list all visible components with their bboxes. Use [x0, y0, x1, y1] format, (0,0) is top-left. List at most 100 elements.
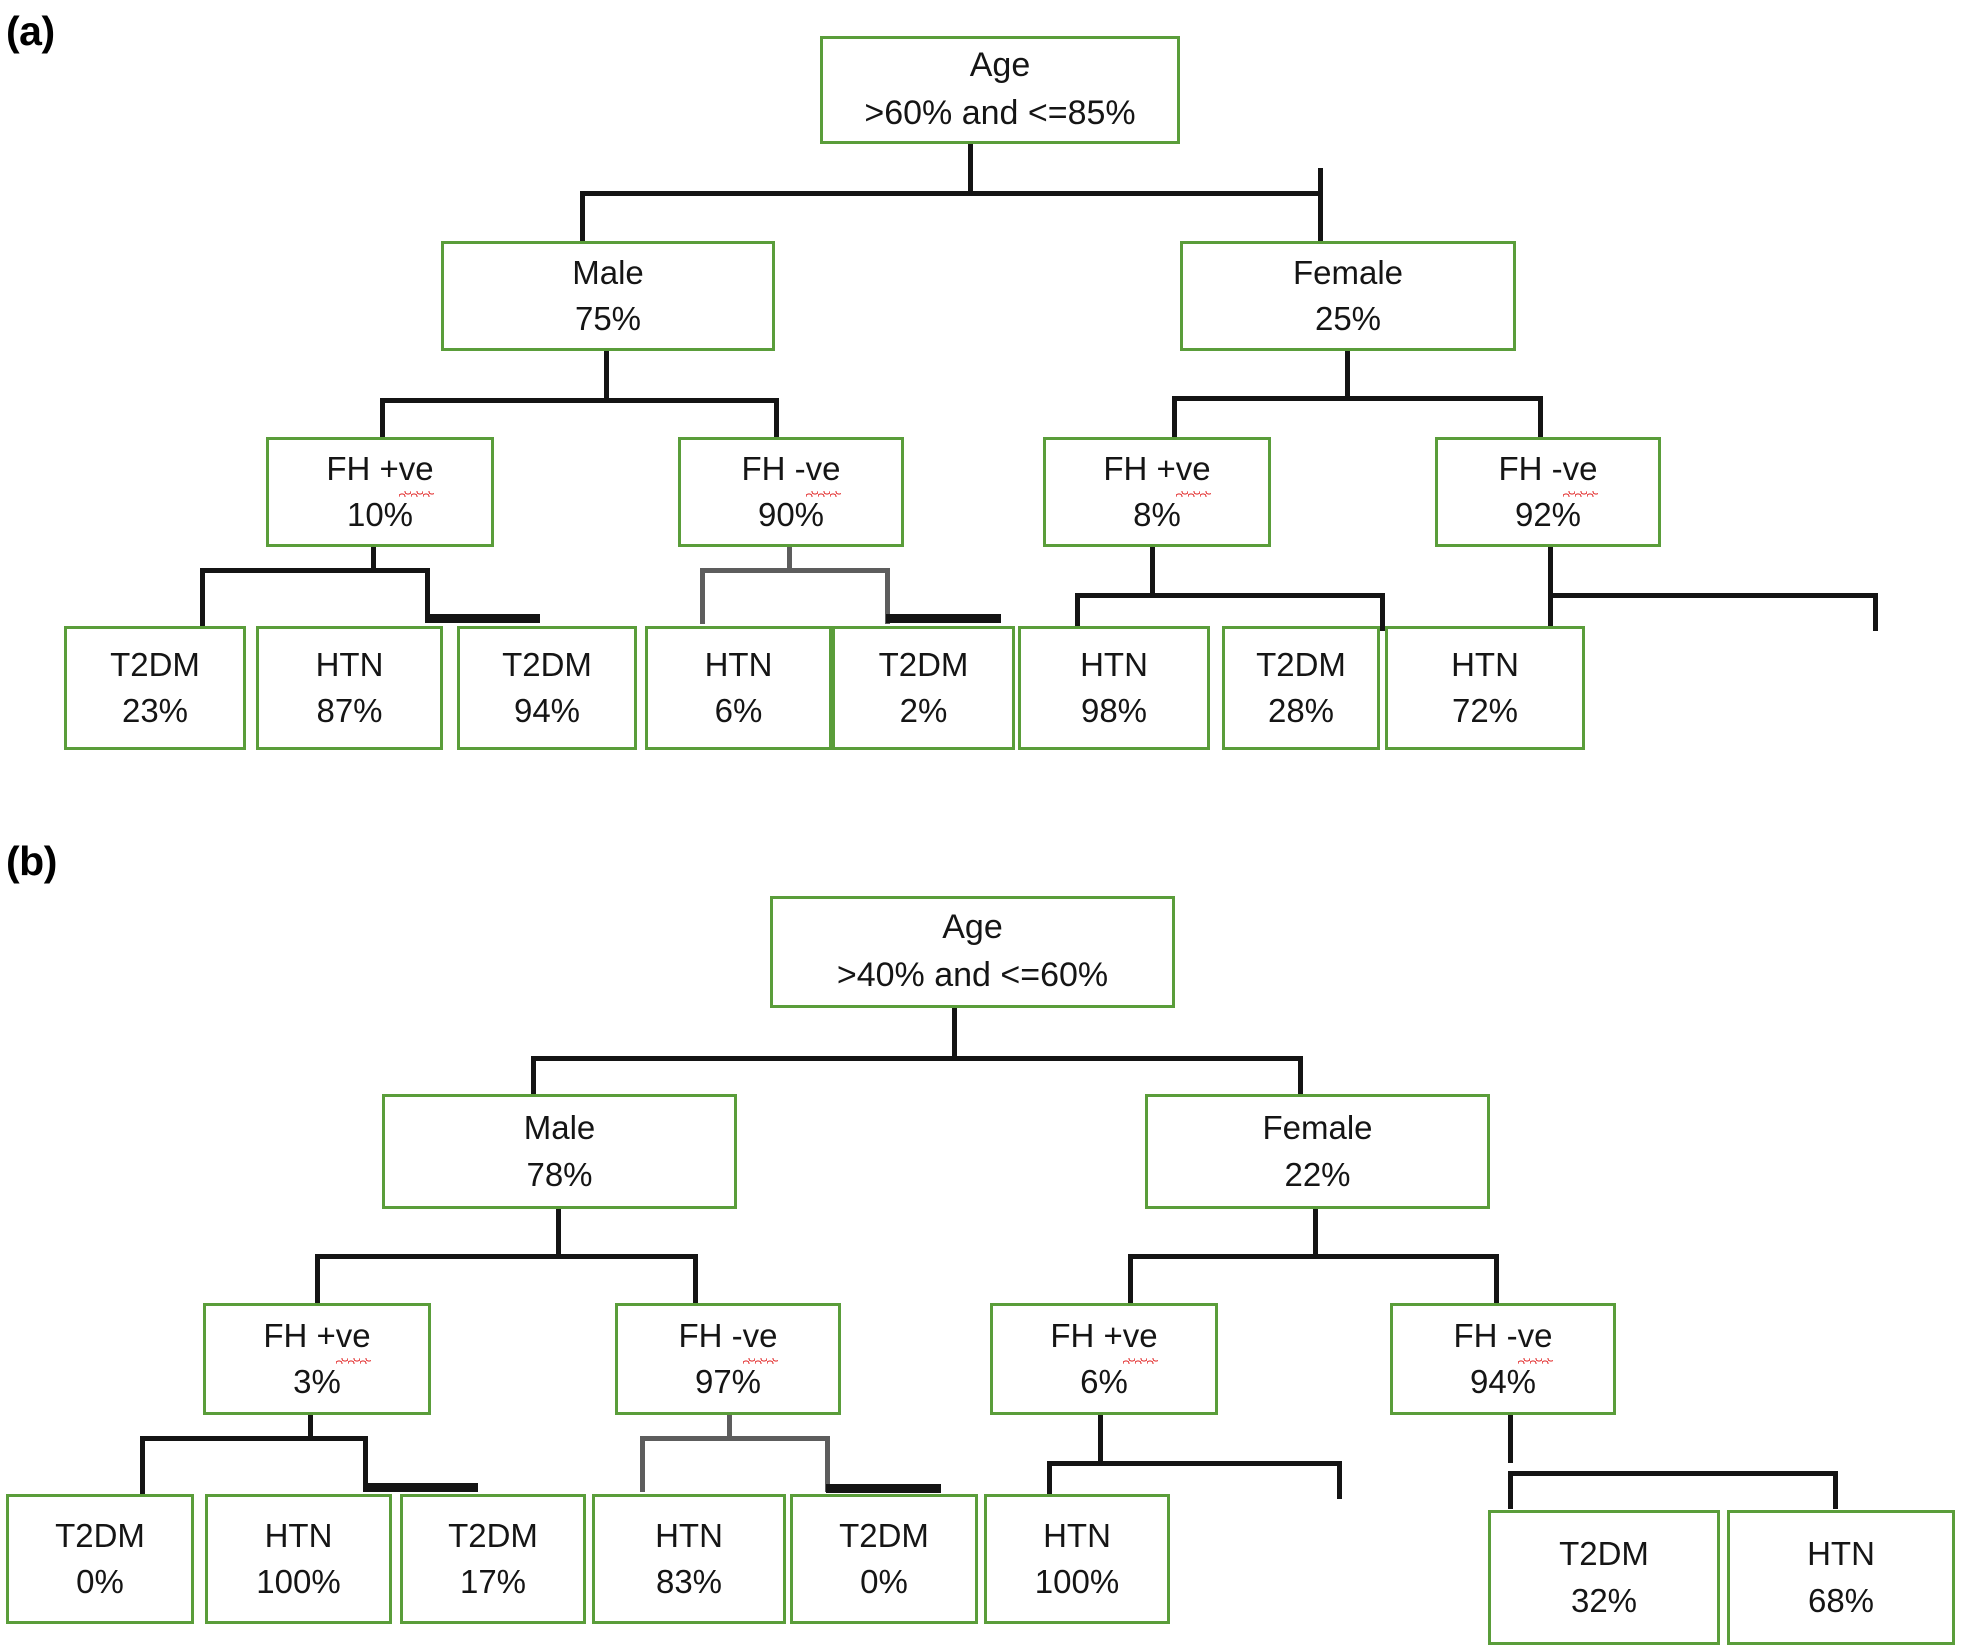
node-title: Female [1262, 1109, 1373, 1147]
edge-b-female-to-fhneg [1494, 1254, 1499, 1306]
node-b-leaf-4: HTN 83% [592, 1494, 786, 1624]
node-value: 17% [459, 1563, 527, 1600]
edge-b-male-stem [556, 1209, 561, 1257]
edge-a-l4-bar [1548, 593, 1878, 598]
node-a-leaf-8: HTN 72% [1385, 626, 1585, 750]
node-title: HTN [1807, 1535, 1875, 1573]
node-value: 10% [346, 496, 414, 533]
node-a-leaf-7: T2DM 28% [1222, 626, 1380, 750]
edge-a-female-stem [1345, 351, 1350, 399]
node-title: FH -ve [1498, 448, 1598, 498]
edge-b-l1-stem [308, 1415, 313, 1439]
edge-b-male-to-fhneg [693, 1254, 698, 1306]
edge-a-root-stem [968, 144, 973, 194]
panel-label-a: (a) [6, 8, 55, 54]
edge-a-female-to-fhpos [1172, 396, 1177, 448]
edge-b-root-to-male [531, 1056, 536, 1094]
node-title: FH -ve [741, 448, 841, 498]
node-b-female-fh-pos: FH +ve 6% [990, 1303, 1218, 1415]
node-value: >60% and <=85% [864, 94, 1136, 132]
node-title: HTN [264, 1516, 333, 1554]
edge-a-l2-to-htn [885, 568, 890, 624]
edge-a-l4-to-htn [1873, 593, 1878, 631]
edge-b-l4-to-htn [1833, 1471, 1838, 1509]
node-b-male: Male 78% [382, 1094, 737, 1209]
node-b-female: Female 22% [1145, 1094, 1490, 1209]
node-title: Female [1292, 253, 1404, 291]
node-a-female-fh-pos: FH +ve 8% [1043, 437, 1271, 547]
node-value: 83% [655, 1563, 723, 1600]
node-title: Male [523, 1109, 596, 1147]
node-b-leaf-8: HTN 68% [1727, 1510, 1955, 1645]
edge-b-female-to-fhpos [1128, 1254, 1133, 1306]
node-a-leaf-4: HTN 6% [645, 626, 832, 750]
edge-b-l2-to-t2dm [640, 1436, 645, 1492]
node-value: 6% [1080, 1363, 1128, 1400]
node-a-leaf-2: HTN 87% [256, 626, 443, 750]
node-value: 72% [1451, 692, 1519, 729]
node-b-leaf-2: HTN 100% [205, 1494, 392, 1624]
node-value: 22% [1284, 1155, 1351, 1193]
node-value: 94% [1469, 1363, 1537, 1400]
node-value: 0% [860, 1563, 908, 1600]
node-value: 68% [1807, 1581, 1875, 1619]
node-value: 78% [526, 1155, 593, 1193]
edge-b-l3-bar [1047, 1461, 1342, 1466]
node-title: T2DM [448, 1516, 538, 1554]
node-value: 25% [1314, 300, 1382, 337]
edge-b-l2-stem [727, 1415, 732, 1439]
node-title: HTN [655, 1516, 723, 1554]
edge-b-root-stem [952, 1008, 957, 1060]
node-title: HTN [1451, 645, 1519, 683]
node-value: 92% [1514, 496, 1582, 533]
node-value: 90% [757, 496, 825, 533]
node-b-leaf-3: T2DM 17% [400, 1494, 586, 1624]
edge-a-l1-stem [371, 547, 376, 571]
panel-label-b: (b) [6, 838, 57, 884]
node-title: Age [942, 908, 1003, 947]
node-title: HTN [315, 645, 384, 683]
node-title: T2DM [1256, 645, 1346, 683]
node-value: 100% [256, 1563, 341, 1600]
edge-a-male-stem [604, 351, 609, 401]
edge-b-l4-bar [1508, 1471, 1838, 1476]
edge-b-male-bar [315, 1254, 697, 1259]
edge-a-l1-htn-cap [425, 614, 540, 623]
node-value: 98% [1080, 692, 1148, 729]
edge-b-l3-to-t2dm [1047, 1461, 1052, 1499]
edge-b-l1-bar [140, 1436, 368, 1441]
edge-a-male-bar [380, 398, 778, 403]
edge-b-l1-to-htn [363, 1436, 368, 1488]
node-title: T2DM [55, 1516, 145, 1554]
edge-b-l4-to-t2dm [1508, 1471, 1513, 1509]
edge-a-l4-to-t2dm [1548, 593, 1553, 631]
edge-a-l2-htn-cap [886, 614, 1001, 623]
node-title: HTN [704, 645, 773, 683]
edge-a-l1-bar [200, 568, 430, 573]
node-value: 8% [1133, 496, 1181, 533]
node-b-male-fh-pos: FH +ve 3% [203, 1303, 431, 1415]
edge-a-l2-bar [700, 568, 890, 573]
node-value: 75% [574, 300, 642, 337]
node-a-male-fh-pos: FH +ve 10% [266, 437, 494, 547]
node-a-leaf-3: T2DM 94% [457, 626, 637, 750]
edge-a-l4-stem [1548, 547, 1553, 595]
node-value: 97% [694, 1363, 762, 1400]
edge-b-root-bar [531, 1056, 1303, 1061]
edge-a-l1-to-htn [425, 568, 430, 618]
node-b-female-fh-neg: FH -ve 94% [1390, 1303, 1616, 1415]
node-a-female-fh-neg: FH -ve 92% [1435, 437, 1661, 547]
node-title: T2DM [502, 645, 592, 683]
edge-b-female-stem [1313, 1209, 1318, 1257]
edge-b-l3-stem [1098, 1415, 1103, 1463]
node-value: 6% [714, 692, 763, 729]
node-value: 3% [293, 1363, 341, 1400]
node-b-root: Age >40% and <=60% [770, 896, 1175, 1008]
node-value: 2% [899, 692, 948, 729]
node-value: 0% [76, 1563, 124, 1600]
node-title: T2DM [878, 645, 969, 683]
node-value: 32% [1570, 1581, 1638, 1619]
node-title: Age [969, 46, 1031, 85]
node-b-leaf-6: HTN 100% [984, 1494, 1170, 1624]
